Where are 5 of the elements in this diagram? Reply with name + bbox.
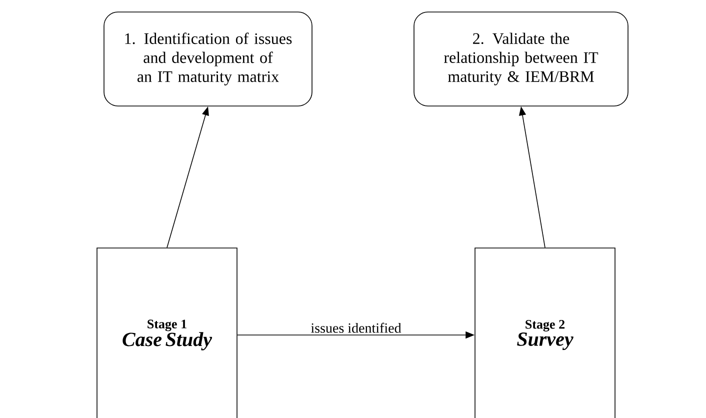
outcome-box: 1. Identification of issues and development of an IT maturity matrix	[104, 12, 312, 106]
edge-label: issues identified	[310, 322, 402, 334]
outcome-box: 2. Validate the relationship between IT maturity & IEM/BRM	[414, 12, 628, 106]
stage-box: Stage 2 Survey	[474, 248, 616, 418]
stage-box: Stage 1 Case Study	[96, 248, 238, 418]
